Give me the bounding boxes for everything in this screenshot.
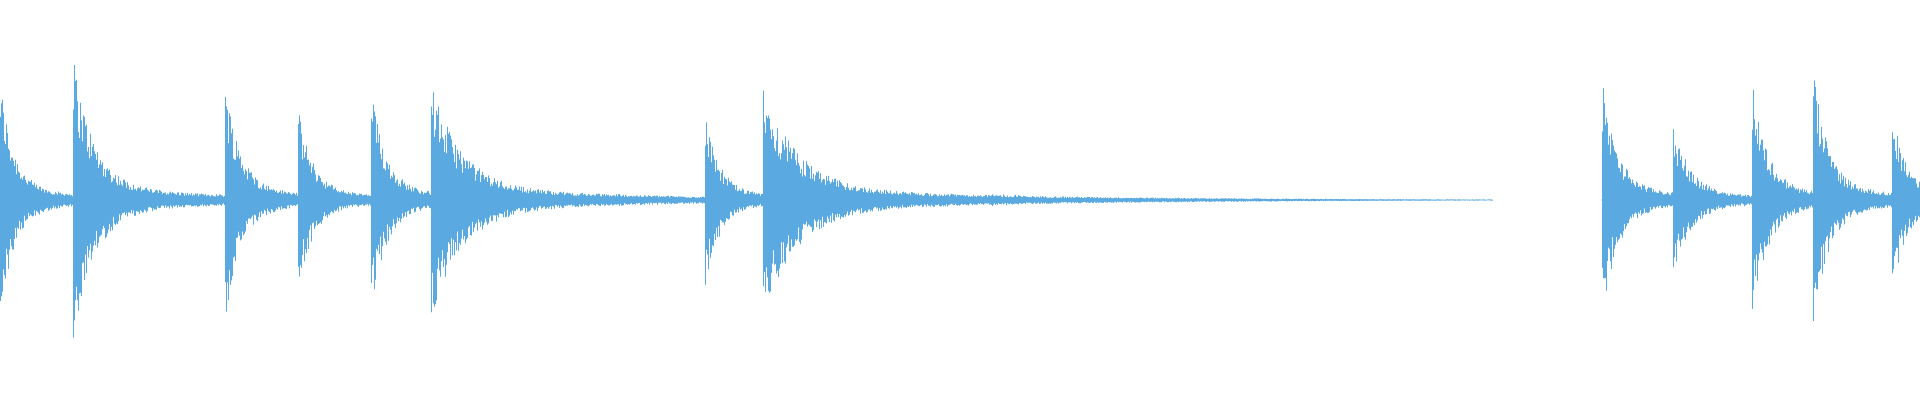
waveform-path bbox=[0, 65, 1920, 338]
waveform-bars bbox=[0, 65, 1920, 338]
